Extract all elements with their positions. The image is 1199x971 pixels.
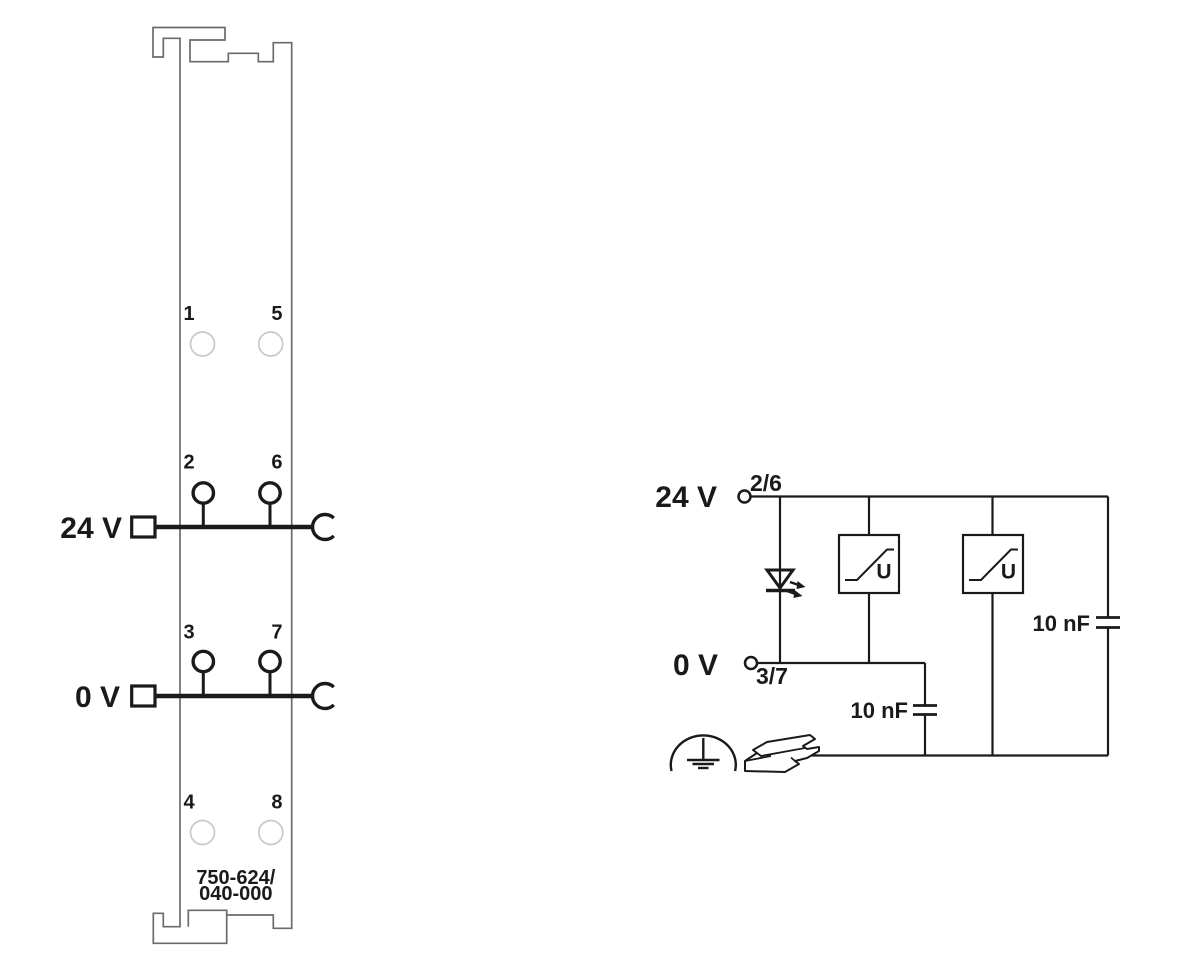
module-outline <box>152 26 293 945</box>
terminal-circle-5 <box>257 331 284 357</box>
terminal-number-2: 2 <box>184 452 195 474</box>
module-symbol: 1 5 2 6 3 7 4 8 24 V 0 V 750-624/ 040-00… <box>60 26 335 945</box>
bus-plug-24v-icon <box>130 515 157 539</box>
led-icon <box>764 568 806 598</box>
part-number-line1: 750-624/ <box>196 867 275 889</box>
terminal-circle-4 <box>189 819 216 846</box>
capacitor-0v-label: 10 nF <box>851 698 908 723</box>
voltage-limiter1-icon: U <box>837 533 901 595</box>
terminal-circle-7 <box>258 649 282 674</box>
terminal-circle-1 <box>189 331 216 357</box>
limiter1-u-label: U <box>876 561 891 584</box>
circuit-label-24v: 24 V <box>655 481 717 514</box>
part-number-line2: 040-000 <box>199 883 272 905</box>
led-emission-arrows-icon <box>786 580 806 598</box>
circuit-diagram: 24 V 2/6 U U <box>655 470 1120 773</box>
circuit-terminal-pair-0v: 3/7 <box>756 663 788 689</box>
terminal-circle-2 <box>191 481 216 505</box>
terminal-number-8: 8 <box>271 792 282 814</box>
capacitor-0v-icon <box>913 704 937 716</box>
bus-plug-0v-icon <box>130 684 157 708</box>
functional-earth-icon <box>669 734 737 772</box>
limiter2-curve <box>969 548 1018 581</box>
terminal-number-4: 4 <box>184 792 196 814</box>
module-label-24v: 24 V <box>60 512 122 545</box>
voltage-limiter2-icon: U <box>961 533 1025 595</box>
terminal-number-6: 6 <box>271 452 282 474</box>
limiter1-curve <box>845 548 894 581</box>
circuit-label-0v: 0 V <box>673 649 718 682</box>
capacitor-24v-icon <box>1096 616 1120 629</box>
limiter2-u-label: U <box>1001 561 1016 584</box>
terminal-number-1: 1 <box>184 303 195 325</box>
terminal-number-3: 3 <box>184 622 195 644</box>
din-rail-icon <box>744 734 820 773</box>
circuit-terminal-pair-24v: 2/6 <box>750 470 782 496</box>
terminal-number-7: 7 <box>271 622 282 644</box>
terminal-circle-3 <box>191 649 216 674</box>
terminal-circle-8 <box>257 819 284 846</box>
terminal-circle-6 <box>258 481 282 505</box>
terminal-number-5: 5 <box>271 303 282 325</box>
module-bottom-step-detail <box>187 909 228 927</box>
led-triangle <box>764 568 796 591</box>
bus-socket-0v-icon <box>310 681 335 711</box>
circuit-terminal-0v-icon <box>743 655 759 671</box>
circuit-terminal-24v-icon <box>737 489 752 504</box>
bus-socket-24v-icon <box>310 512 335 542</box>
capacitor-24v-label: 10 nF <box>1033 611 1090 636</box>
module-label-0v: 0 V <box>75 681 120 714</box>
